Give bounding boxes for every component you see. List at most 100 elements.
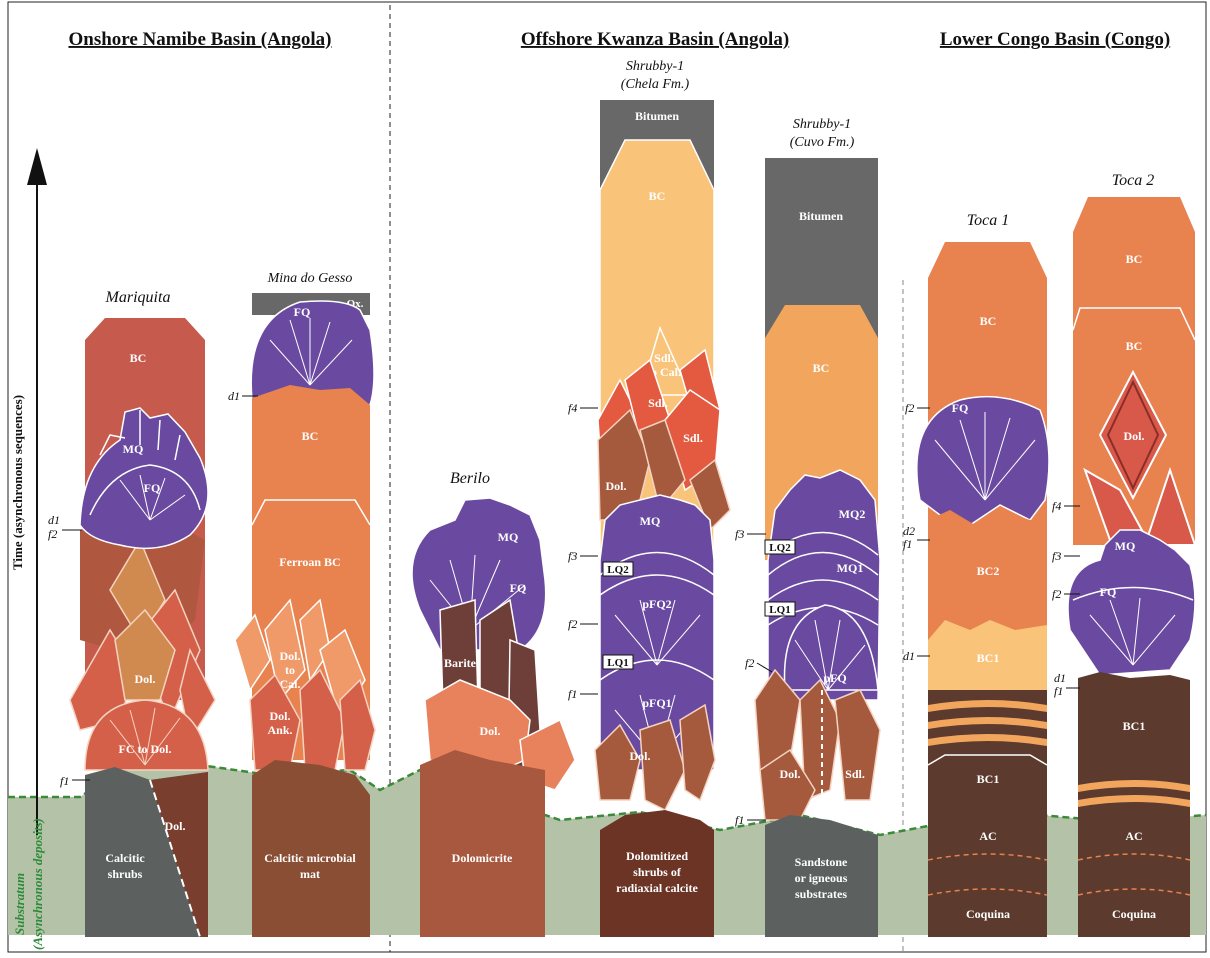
toca1-bands: [928, 700, 1047, 746]
cuvo-lq2-label: LQ2: [769, 542, 791, 554]
toca1-ac-lines: [927, 853, 1048, 896]
cuvo-sub-label-2: or igneous: [795, 871, 848, 885]
chela-bc-label: BC: [649, 189, 666, 203]
column-shrubby-cuvo: Shrubby-1 (Cuvo Fm.) Bitumen BC MQ2 LQ2 …: [735, 117, 881, 937]
berilo-fq-label: FQ: [510, 581, 527, 595]
toca1-ac: [928, 818, 1047, 937]
site-mariquita: Mariquita: [105, 289, 171, 306]
cuvo-lq1-label: LQ1: [769, 604, 790, 616]
toca2-ac-label: AC: [1125, 829, 1142, 843]
cuvo-bitumen-label: Bitumen: [799, 209, 843, 223]
toca1-bc1-lower-label: BC1: [977, 772, 1000, 786]
mina-ank-1: [249, 673, 301, 771]
chela-mq-label: MQ: [640, 514, 661, 528]
chela-dol-lower-2: [639, 719, 686, 812]
time-axis-label: Time (asynchronous sequences): [10, 395, 25, 570]
toca2-dol-right: [1143, 466, 1197, 546]
mariquita-bc-label: BC: [130, 351, 147, 365]
cuvo-marker-f1: f1: [735, 813, 744, 827]
chela-pfq2-label: pFQ2: [642, 597, 671, 611]
toca2-marker-f2: f2: [1052, 587, 1061, 601]
chela-lq1-label: LQ1: [607, 657, 628, 669]
chela-dol-lower-label: Dol.: [630, 749, 651, 763]
cuvo-pfq-rays: [794, 619, 866, 691]
toca2-marker-f1: f1: [1054, 684, 1063, 698]
mina-dolto-label-2: to: [285, 663, 295, 677]
cuvo-marker-f3: f3: [735, 527, 744, 541]
toca1-marker-f1: f1: [903, 537, 912, 551]
mariquita-mq-label: MQ: [123, 442, 144, 456]
cuvo-sub-label-3: substrates: [795, 887, 847, 901]
chela-lq1-box: [602, 654, 634, 670]
site-shrubby-cuvo-2: (Cuvo Fm.): [790, 135, 855, 150]
chela-bitumen-label: Bitumen: [635, 109, 679, 123]
toca1-marker-f2: f2: [905, 401, 914, 415]
chela-sdl-label-2: Sdl.: [683, 431, 703, 445]
chela-sub-label-1: Dolomitized: [626, 849, 688, 863]
chela-dol-lower-3: [679, 703, 716, 802]
substratum-label: Substratum: [12, 873, 27, 935]
berilo-mq-label: MQ: [498, 530, 519, 544]
toca2-bc-lower-label: BC: [1126, 339, 1143, 353]
mariquita-dol-crystal-1: [109, 538, 166, 642]
chela-sdl-label-1: Sdl.: [648, 396, 668, 410]
toca2-marker-d1: d1: [1054, 671, 1066, 685]
cuvo-bc-label: BC: [813, 361, 830, 375]
toca2-fq-rays: [1089, 597, 1176, 666]
toca2-mq-fq: [1067, 529, 1196, 676]
cuvo-mq1-label: MQ1: [837, 561, 864, 575]
toca2-dol-main-inner: [1106, 379, 1160, 491]
toca1-ac-label: AC: [979, 829, 996, 843]
mina-dol-crystal-2: [234, 613, 271, 692]
cuvo-lq1-box: [764, 601, 796, 617]
cuvo-tick-f2: [756, 662, 773, 673]
mina-bc-label: BC: [302, 429, 319, 443]
column-toca2: Toca 2 BC BC Dol. MQ FQ BC1 AC Coquina f…: [1052, 172, 1197, 937]
site-berilo: Berilo: [450, 470, 490, 487]
toca1-bc1-lower-boundary: [927, 754, 1048, 766]
toca1-bc2: [928, 510, 1047, 640]
mina-fq-rays: [269, 318, 353, 386]
toca2-marker-f3: f3: [1052, 549, 1061, 563]
toca1-coquina-label: Coquina: [966, 907, 1010, 921]
toca2-bands: [1078, 780, 1190, 807]
site-toca2: Toca 2: [1112, 172, 1155, 189]
berilo-sub-label: Dolomicrite: [452, 851, 513, 865]
cuvo-dol-label: Dol.: [780, 767, 801, 781]
mariquita-sub-label-1: Calcitic: [105, 851, 145, 865]
cuvo-dol-3: [834, 689, 881, 801]
toca2-bc-label: BC: [1126, 252, 1143, 266]
mina-sub-label-2: mat: [300, 867, 320, 881]
column-toca1: Toca 1 BC FQ BC2 BC1 BC1 AC Coquina f2 d…: [903, 212, 1050, 937]
time-arrow: [27, 148, 47, 185]
mina-substrate: [252, 760, 370, 937]
toca2-dol-label: Dol.: [1124, 429, 1145, 443]
toca2-coquina-label: Coquina: [1112, 907, 1156, 921]
toca2-bc1-label: BC1: [1123, 719, 1146, 733]
mina-ferroan-boundary: [251, 499, 371, 526]
chela-sub-label-2: shrubs of: [633, 865, 682, 879]
toca2-fq-label: FQ: [1100, 585, 1117, 599]
mina-marker-d1: d1: [228, 389, 240, 403]
mariquita-fq-rays: [119, 474, 186, 521]
toca2-marker-f4: f4: [1052, 499, 1061, 513]
mariquita-fc-label: FC to Dol.: [119, 742, 172, 756]
toca1-marker-d1: d1: [903, 649, 915, 663]
chela-marker-f1: f1: [568, 687, 577, 701]
berilo-barite-label: Barite: [444, 656, 477, 670]
cuvo-lq2-box: [764, 539, 796, 555]
mariquita-dol-crystal-4: [114, 608, 176, 701]
chela-lq2-box: [602, 561, 634, 577]
mina-dolto-label-3: Cal.: [280, 677, 301, 691]
toca2-fq-boundary: [1072, 586, 1194, 601]
mariquita-dol-substrate: [150, 772, 208, 937]
mina-fq-label: FQ: [294, 305, 311, 319]
toca2-dol-main: [1098, 369, 1168, 501]
site-toca1: Toca 1: [967, 212, 1010, 229]
site-shrubby-chela-1: Shrubby-1: [626, 59, 684, 74]
mina-ank-2: [299, 668, 346, 771]
mariquita-mq-fq: [79, 407, 209, 550]
toca1-fq: [916, 395, 1050, 526]
